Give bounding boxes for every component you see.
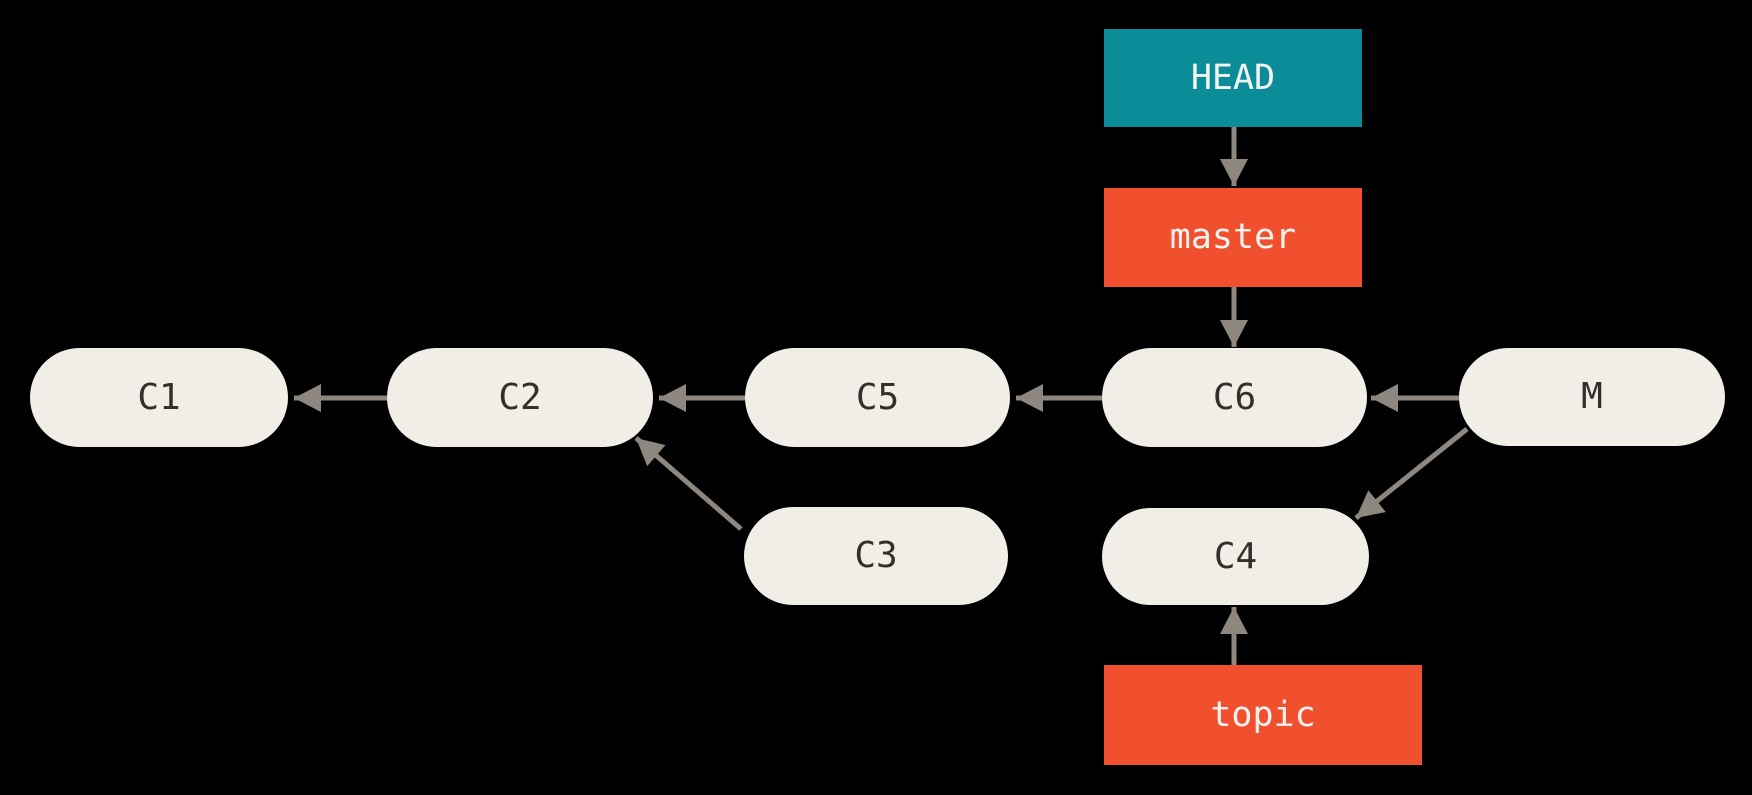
commit-node-c6: C6 [1102,348,1367,447]
head-ref-box: HEAD [1104,29,1362,127]
commit-node-c4: C4 [1102,508,1369,605]
topic-branch-box: topic [1104,665,1422,765]
arrow-c3-to-c2 [634,436,743,531]
commit-label-c1: C1 [137,376,181,418]
commit-node-c1: C1 [30,348,288,447]
commit-node-c2: C2 [387,348,653,447]
commit-label-c5: C5 [855,376,900,418]
topic-branch-label: topic [1210,694,1316,735]
commit-label-c2: C2 [498,376,542,418]
commit-label-c3: C3 [854,535,898,576]
commit-label-m: M [1581,376,1603,417]
master-branch-box: master [1104,188,1362,287]
commit-label-c6: C6 [1212,376,1257,418]
commit-node-c3: C3 [744,507,1008,605]
head-ref-label: HEAD [1190,57,1276,98]
master-branch-label: master [1169,217,1297,257]
commit-node-c5: C5 [745,348,1010,447]
commit-label-c4: C4 [1213,535,1258,577]
arrow-m-to-c4 [1354,427,1469,520]
commit-node-m: M [1459,348,1725,446]
